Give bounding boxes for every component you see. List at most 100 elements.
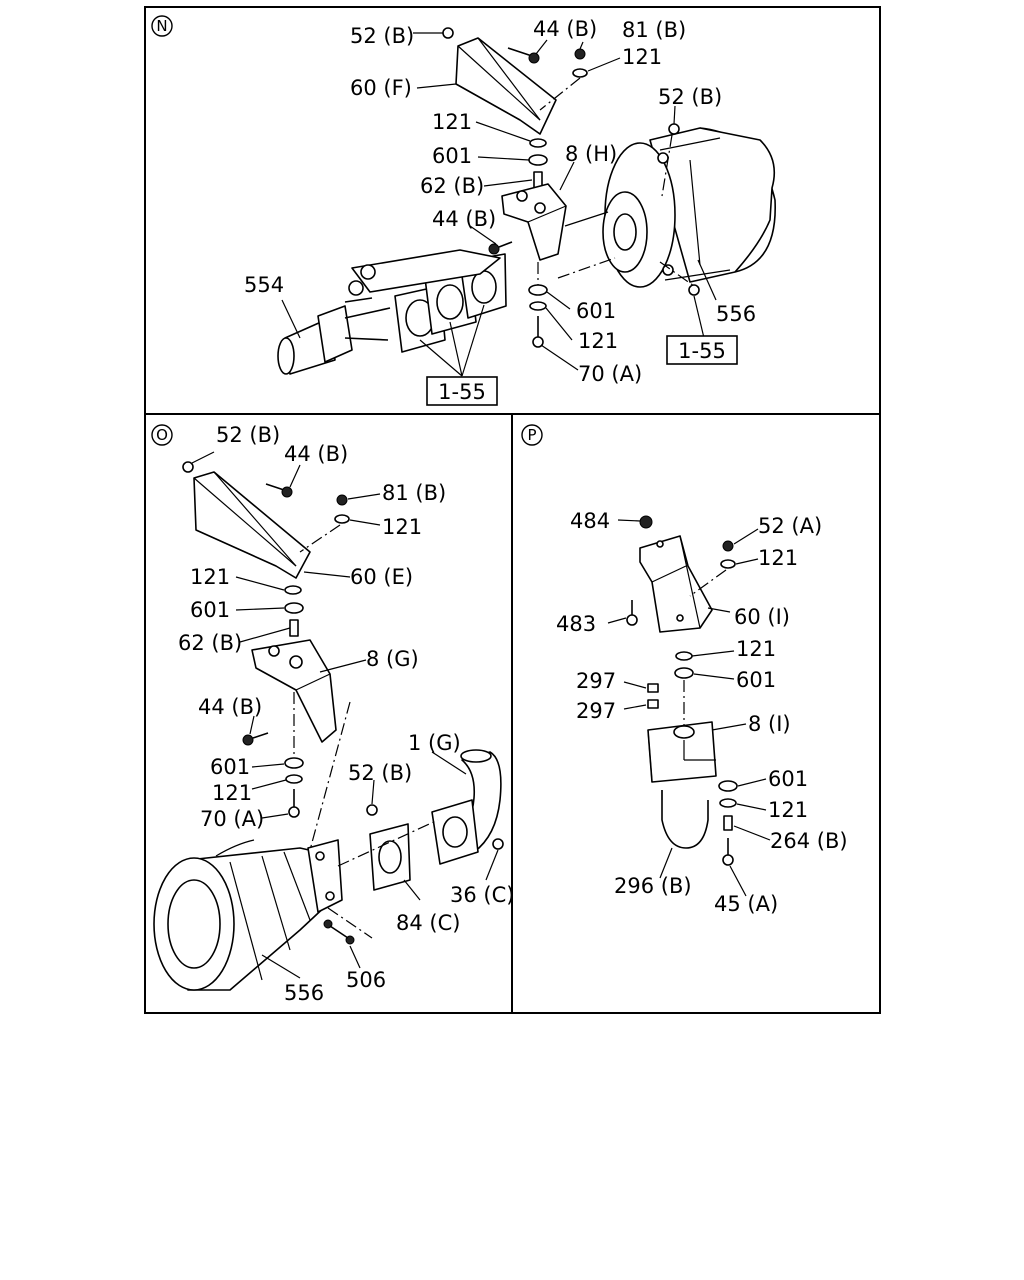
bracket-8i: [647, 721, 717, 783]
nut-81b: [574, 48, 586, 60]
clamp-506: [323, 919, 355, 945]
screw-44b-mid: [488, 241, 513, 255]
label-121-mid: 121: [432, 110, 472, 134]
nut-556-low: [688, 284, 700, 296]
washer-121-low-p: [719, 798, 737, 808]
section-p-marker-text: P: [527, 426, 536, 444]
label-121-a-o: 121: [190, 565, 230, 589]
label-62b-o: 62 (B): [178, 631, 242, 655]
bracket-8g: [251, 639, 337, 743]
washer-121-low: [529, 301, 547, 311]
rubber-601-mid-p: [674, 667, 694, 679]
pin-264b: [723, 815, 733, 831]
nut-52a: [722, 540, 734, 552]
bolt-70a-o: [288, 789, 300, 818]
label-601-a-o: 601: [190, 598, 230, 622]
label-52a: 52 (A): [758, 514, 822, 538]
rubber-601-low: [528, 284, 548, 296]
drum-556-o: [153, 839, 343, 991]
section-p-marker: [521, 424, 543, 446]
label-8h: 8 (H): [565, 142, 617, 166]
u-bolt-296b: [661, 790, 709, 849]
bracket-60e: [193, 471, 311, 579]
nut-81b-o: [336, 494, 348, 506]
bracket-60i: [639, 535, 713, 633]
label-556: 556: [716, 302, 756, 326]
label-44b-mid: 44 (B): [432, 207, 496, 231]
screw-44b-top: [507, 47, 540, 64]
bolt-45a: [722, 838, 734, 866]
spacer-297-b: [647, 699, 659, 709]
label-121-low-p: 121: [768, 798, 808, 822]
label-483: 483: [556, 612, 596, 636]
ref-box-1-55-bottom[interactable]: [426, 376, 498, 406]
washer-121-mid-p: [675, 651, 693, 661]
label-121-mid-p: 121: [736, 637, 776, 661]
nut-52b-top: [442, 27, 454, 39]
label-601-low: 601: [576, 299, 616, 323]
section-o-marker: [151, 424, 173, 446]
bracket-60f: [455, 37, 557, 135]
label-121-top: 121: [622, 45, 662, 69]
gasket-84c: [369, 823, 411, 891]
ref-box-1-55-bottom-text[interactable]: 1-55: [438, 380, 486, 404]
rubber-601-b-o: [284, 757, 304, 769]
screw-44b-mid-o: [242, 732, 269, 746]
bolt-70a: [532, 316, 544, 348]
label-121-top-p: 121: [758, 546, 798, 570]
label-601-low-p: 601: [768, 767, 808, 791]
label-121-top-o: 121: [382, 515, 422, 539]
label-44b-mid-o: 44 (B): [198, 695, 262, 719]
turbo-drum-556: [602, 127, 776, 288]
label-84c: 84 (C): [396, 911, 460, 935]
label-296b: 296 (B): [614, 874, 692, 898]
nut-484: [639, 515, 653, 529]
section-o-marker-text: O: [156, 426, 168, 444]
label-52b-top-o: 52 (B): [216, 423, 280, 447]
ref-box-1-55-right[interactable]: [666, 335, 738, 365]
label-36c: 36 (C): [450, 883, 514, 907]
label-8g: 8 (G): [366, 647, 419, 671]
pipe-554: [277, 297, 391, 375]
rubber-601-a-o: [284, 602, 304, 614]
label-44b-top: 44 (B): [533, 17, 597, 41]
nut-52b-mid-o: [366, 804, 378, 816]
label-264b: 264 (B): [770, 829, 848, 853]
label-1g: 1 (G): [408, 731, 461, 755]
flange-gasket: [348, 249, 507, 353]
label-601-b-o: 601: [210, 755, 250, 779]
label-60f: 60 (F): [350, 76, 412, 100]
section-p: P: [521, 424, 848, 916]
spacer-297-a: [647, 683, 659, 693]
section-o: O: [151, 423, 514, 1005]
washer-121-top-p: [720, 559, 736, 569]
label-44b-top-o: 44 (B): [284, 442, 348, 466]
label-297-b: 297: [576, 699, 616, 723]
washer-121-b-o: [285, 774, 303, 784]
bracket-8h: [501, 183, 567, 261]
rubber-601-low-p: [718, 780, 738, 792]
label-62b: 62 (B): [420, 174, 484, 198]
label-81b-o: 81 (B): [382, 481, 446, 505]
label-121-low: 121: [578, 329, 618, 353]
washer-121-top-o: [334, 514, 350, 524]
label-52b-top: 52 (B): [350, 24, 414, 48]
label-52b-mid-o: 52 (B): [348, 761, 412, 785]
ref-box-1-55-right-text[interactable]: 1-55: [678, 339, 726, 363]
section-n: N: [151, 15, 776, 406]
label-121-b-o: 121: [212, 781, 252, 805]
nut-52b-right: [668, 123, 680, 135]
nut-52b-top-o: [182, 461, 194, 473]
bolt-483: [626, 600, 638, 626]
section-n-marker-text: N: [156, 17, 167, 35]
rubber-601-mid: [528, 154, 548, 166]
washer-121-a-o: [284, 585, 302, 595]
label-45a: 45 (A): [714, 892, 778, 916]
label-601-mid-p: 601: [736, 668, 776, 692]
washer-121-top: [572, 68, 588, 78]
screw-44b-top-o: [265, 483, 293, 498]
label-554: 554: [244, 273, 284, 297]
label-484: 484: [570, 509, 610, 533]
pin-62b-o: [289, 619, 299, 637]
